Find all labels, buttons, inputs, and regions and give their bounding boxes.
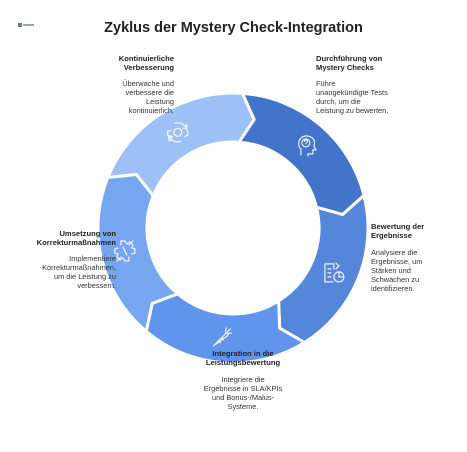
gear-broken-icon (114, 240, 136, 262)
gear-refresh-icon (167, 122, 189, 143)
logo (18, 15, 34, 27)
document-chart-icon (324, 262, 345, 283)
segment-verbesserung (106, 91, 256, 198)
segment-bewertung (277, 193, 370, 344)
carrot-icon (212, 327, 232, 347)
diagram-title: Zyklus der Mystery Check-Integration (104, 20, 363, 36)
question-head-icon (298, 135, 317, 157)
